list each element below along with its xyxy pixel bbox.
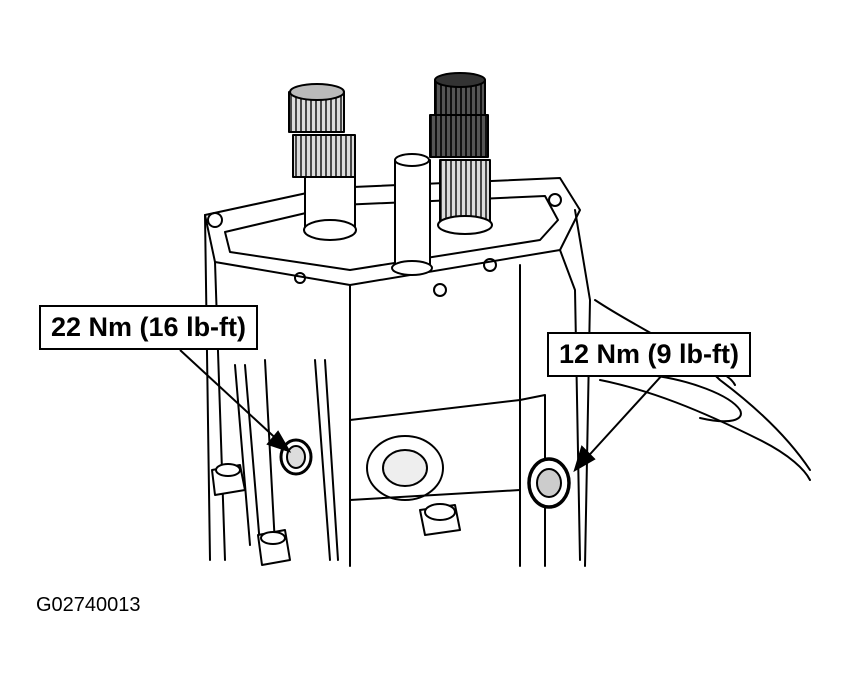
right-leader-line bbox=[581, 371, 666, 464]
lower-left-bolts bbox=[211, 463, 291, 566]
figure-id: G02740013 bbox=[36, 594, 141, 616]
center-tube bbox=[391, 153, 433, 276]
left-leader-line bbox=[179, 349, 284, 446]
right-target-bolt bbox=[527, 457, 571, 509]
left-shaft bbox=[288, 83, 357, 241]
right-arrowhead bbox=[573, 445, 596, 473]
torque-callout-right-text: 12 Nm (9 lb-ft) bbox=[559, 339, 740, 369]
left-arrowhead bbox=[266, 430, 292, 453]
hand-outline bbox=[594, 299, 811, 471]
right-shaft bbox=[429, 72, 493, 235]
torque-callout-left-text: 22 Nm (16 lb-ft) bbox=[51, 312, 247, 342]
torque-callout-right: 12 Nm (9 lb-ft) bbox=[547, 332, 752, 377]
torque-callout-left: 22 Nm (16 lb-ft) bbox=[39, 305, 259, 350]
